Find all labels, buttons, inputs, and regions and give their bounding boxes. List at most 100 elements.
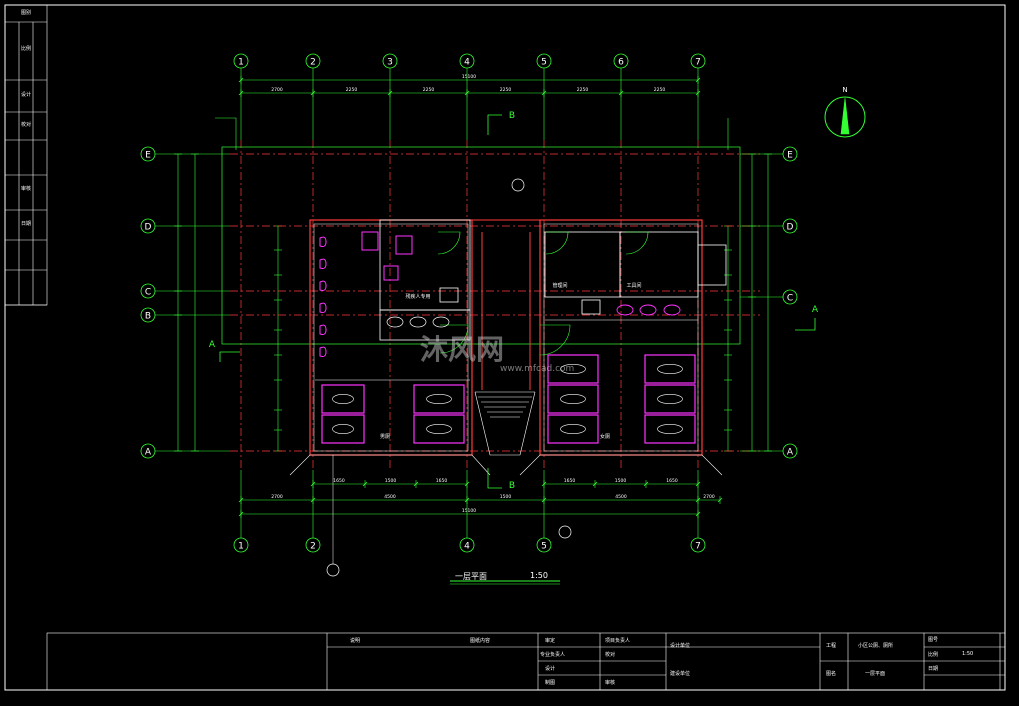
north-arrow-icon <box>840 97 850 135</box>
door-swing <box>625 231 649 255</box>
section-label-top: B <box>509 111 515 121</box>
section-label-bottom: B <box>509 481 515 491</box>
tb-designer: 设计 <box>545 666 556 672</box>
floor-drain <box>581 299 601 315</box>
section-mark-right <box>795 318 816 331</box>
urinal <box>319 346 327 357</box>
sheet-frame <box>4 4 1006 691</box>
urinal <box>319 236 327 247</box>
dimension-slash <box>413 481 419 487</box>
tb-scale: 比例 <box>928 652 939 658</box>
urinal <box>319 258 327 269</box>
drawing-scale: 1:50 <box>530 571 548 580</box>
tb-design-unit: 设计单位 <box>670 643 691 649</box>
north-label: N <box>842 86 847 94</box>
dimension-text: 1500 <box>385 478 397 484</box>
detail-callout <box>558 525 572 539</box>
toilet-seat <box>657 394 683 404</box>
axis-label-left: D <box>145 223 152 233</box>
washbasin <box>616 304 634 316</box>
dimension-text: 2250 <box>654 87 666 93</box>
axis-label-left: A <box>145 448 152 458</box>
toilet-seat <box>560 364 586 374</box>
section-mark-left <box>219 351 240 362</box>
tb-drawing-content: 图纸内容 <box>470 638 491 644</box>
left-strip-label: 比例 <box>21 45 31 52</box>
watermark-url: www.mfcad.com <box>500 364 575 374</box>
floor-plan <box>221 146 741 476</box>
toilet-stall <box>413 414 465 444</box>
fixture <box>383 265 399 281</box>
left-strip-label: 校对 <box>21 121 31 128</box>
door-swing <box>437 231 461 255</box>
toilet-stall <box>644 384 696 414</box>
right-block-wall-inner <box>543 223 699 452</box>
tb-client: 建设单位 <box>670 671 691 677</box>
tb-project-name: 小区公厕、厕所 <box>858 643 894 649</box>
axis-label-top: 1 <box>238 58 244 68</box>
toilet-seat <box>426 424 452 434</box>
left-block-wall-inner <box>313 223 469 452</box>
left-binding-strip <box>4 4 48 306</box>
detail-callout <box>326 563 340 577</box>
section-mark-bottom <box>487 468 502 489</box>
section-label-right: A <box>812 305 819 315</box>
apron <box>519 454 723 476</box>
toilet-seat <box>426 394 452 404</box>
tb-drawing-no: 图号 <box>928 637 939 643</box>
dimension-text: 2250 <box>346 87 358 93</box>
washbasin-counter <box>379 309 471 341</box>
toilet-seat <box>560 394 586 404</box>
washbasin <box>663 304 681 316</box>
tb-scale-value: 1:50 <box>962 651 974 657</box>
axis-label-bottom: 7 <box>695 542 701 552</box>
dimension-text: 4500 <box>384 494 396 500</box>
dimension-text: 1650 <box>666 478 678 484</box>
left-strip-label: 图别 <box>21 9 31 16</box>
door-swing <box>539 324 571 356</box>
axis-label-right: E <box>787 151 793 161</box>
plan-labels: BBAAN男厕女厕管理间工具间残疾人专用 <box>209 86 866 585</box>
axis-label-right: D <box>787 223 794 233</box>
axis-label-right: A <box>787 448 794 458</box>
dimension-slash <box>717 497 723 503</box>
dimension-text: 1650 <box>333 478 345 484</box>
toilet-seat <box>657 424 683 434</box>
tb-date: 日期 <box>928 666 939 672</box>
tb-project: 工程 <box>826 643 837 649</box>
dimension-slash <box>592 481 598 487</box>
sink <box>361 231 379 251</box>
section-label-left: A <box>209 340 216 350</box>
overall-dimension-top: 15100 <box>462 74 476 80</box>
room-label-accessible: 残疾人专用 <box>405 293 430 300</box>
dimension-text: 2250 <box>577 87 589 93</box>
dimension-text: 1500 <box>500 494 512 500</box>
toilet-stall <box>413 384 465 414</box>
dimension-text: 1650 <box>436 478 448 484</box>
room-label-tool: 工具间 <box>626 282 641 289</box>
room-label-women: 女厕 <box>600 433 610 440</box>
washbasin <box>386 316 404 328</box>
tb-project-lead: 项目负责人 <box>605 638 631 644</box>
door-swing <box>439 324 469 354</box>
tb-drawing-name-value: 一层平面 <box>865 671 886 677</box>
left-strip-label: 设计 <box>21 91 31 98</box>
apron <box>289 454 491 476</box>
toilet-seat <box>657 364 683 374</box>
axis-label-top: 6 <box>618 58 624 68</box>
axis-label-top: 5 <box>541 58 547 68</box>
watermark: 沐风网 <box>420 333 505 366</box>
washbasin <box>409 316 427 328</box>
leader-line <box>215 117 237 150</box>
washbasin <box>432 316 450 328</box>
dimension-slash <box>362 481 368 487</box>
tb-description: 说明 <box>350 638 361 644</box>
axis-label-top: 7 <box>695 58 701 68</box>
washbasin <box>639 304 657 316</box>
dimension-text: 1650 <box>564 478 576 484</box>
toilet-stall <box>547 384 599 414</box>
urinal <box>319 280 327 291</box>
